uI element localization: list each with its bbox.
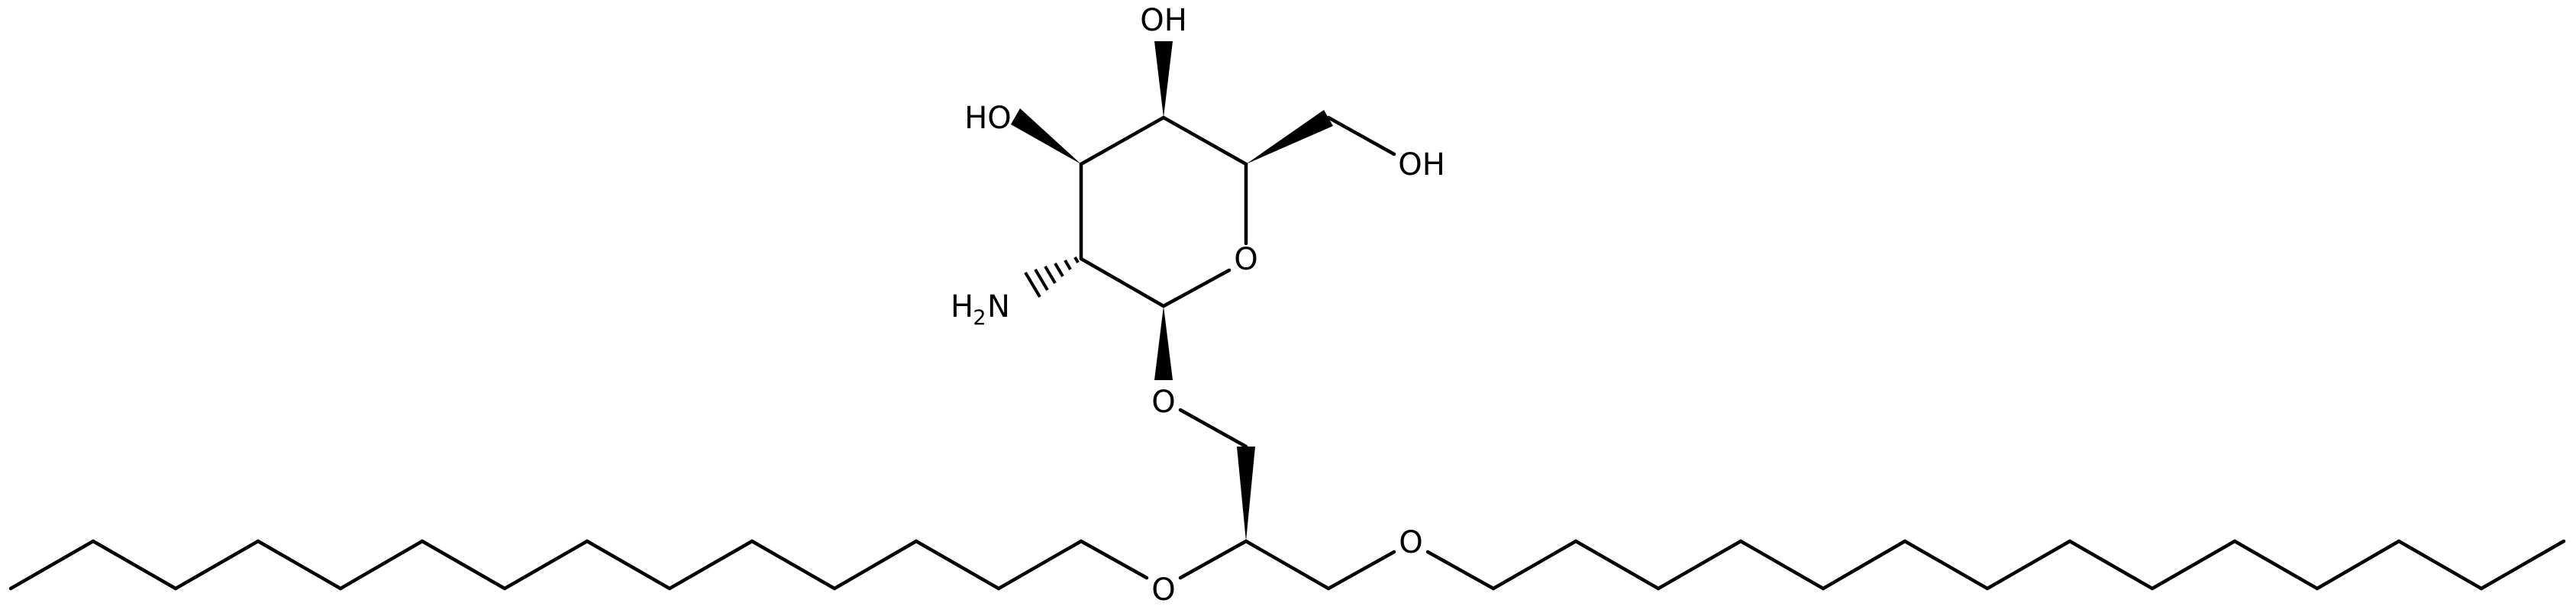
label-ring-oxygen: O <box>1234 242 1257 277</box>
bond-ch2-oh <box>1326 115 1396 156</box>
label-amine-sub: 2 <box>973 306 986 330</box>
label-ether-oxygen-right: O <box>1399 525 1422 560</box>
bond-c2-c1 <box>1079 256 1166 308</box>
bond-c5-c4 <box>1161 115 1248 166</box>
label-oh-left: HO <box>964 101 1012 136</box>
label-glycoside-oxygen: O <box>1151 385 1175 420</box>
chain-left-tetradecyl <box>8 539 1149 591</box>
bond-c4-c3 <box>1079 115 1166 166</box>
wedge-ch2-glycerol-ch <box>1237 447 1255 541</box>
bond-o-ch2-glycerol <box>1178 408 1248 449</box>
bond-ch-ether-o-left <box>1178 539 1248 580</box>
label-ether-oxygen-left: O <box>1151 572 1175 608</box>
label-oh-right: OH <box>1398 147 1445 182</box>
hash-c2-n <box>1024 256 1080 298</box>
wedge-c5-ch2 <box>1246 110 1333 164</box>
wedge-c4-oh <box>1154 41 1173 118</box>
bond-ch2-ether-o <box>1326 550 1396 591</box>
label-amine-h: H <box>951 289 973 324</box>
wedge-c1-o <box>1154 306 1173 380</box>
label-oh-top: OH <box>1140 3 1187 38</box>
pyranose-ring <box>1079 115 1248 308</box>
bond-c1-ring-o <box>1161 268 1232 308</box>
bond-glycerol-ch-ch2 <box>1244 539 1331 591</box>
wedge-c3-oh <box>1011 108 1081 164</box>
label-amine-n: N <box>987 289 1010 324</box>
chain-right-tetradecyl <box>1425 539 2566 591</box>
